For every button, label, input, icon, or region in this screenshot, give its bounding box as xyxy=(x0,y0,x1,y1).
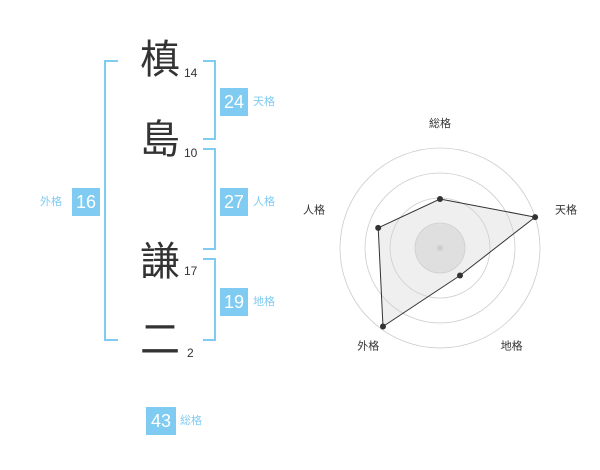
chikaku-score: 19 xyxy=(220,288,248,316)
soukaku-score: 43 xyxy=(146,407,176,435)
gaikaku-label: 外格 xyxy=(40,195,62,208)
radar-center xyxy=(437,245,443,251)
soukaku-label: 総格 xyxy=(180,414,202,427)
chikaku-label: 地格 xyxy=(253,295,275,308)
tenkaku-label: 天格 xyxy=(253,95,275,108)
tenkaku-score: 24 xyxy=(220,88,248,116)
radar-points xyxy=(375,196,539,330)
radar-axis-label-3: 外格 xyxy=(357,339,379,353)
stroke-count-3: 17 xyxy=(184,264,198,278)
name-char-4: 二 xyxy=(140,317,180,363)
radar-axis-label-4: 人格 xyxy=(303,202,325,216)
radar-grid xyxy=(339,147,541,349)
name-char-3: 謙 xyxy=(140,239,180,285)
radar-axis-label-1: 天格 xyxy=(555,202,577,216)
radar-ring-4 xyxy=(339,147,541,349)
gaikaku-score: 16 xyxy=(72,188,100,216)
radar-point-2 xyxy=(456,272,463,279)
radar-area xyxy=(377,198,537,328)
radar-point-4 xyxy=(375,224,382,231)
radar-ring-3 xyxy=(364,172,516,324)
radar-point-0 xyxy=(437,196,443,202)
radar-point-1 xyxy=(532,214,539,221)
name-char-2: 島 xyxy=(140,117,180,163)
stroke-count-1: 14 xyxy=(184,66,198,80)
radar-axis-label-0: 総格 xyxy=(429,116,451,130)
radar-point-3 xyxy=(379,323,386,330)
tenkaku-bracket xyxy=(203,60,216,140)
stroke-count-4: 2 xyxy=(187,346,194,360)
jinkaku-label: 人格 xyxy=(253,195,275,208)
jinkaku-score: 27 xyxy=(220,188,248,216)
jinkaku-bracket xyxy=(203,148,216,250)
name-char-1: 槙 xyxy=(140,37,180,83)
stroke-count-2: 10 xyxy=(184,146,198,160)
radar-axis-label-2: 地格 xyxy=(501,339,523,353)
chikaku-bracket xyxy=(203,258,216,341)
gaikaku-bracket xyxy=(104,60,118,341)
